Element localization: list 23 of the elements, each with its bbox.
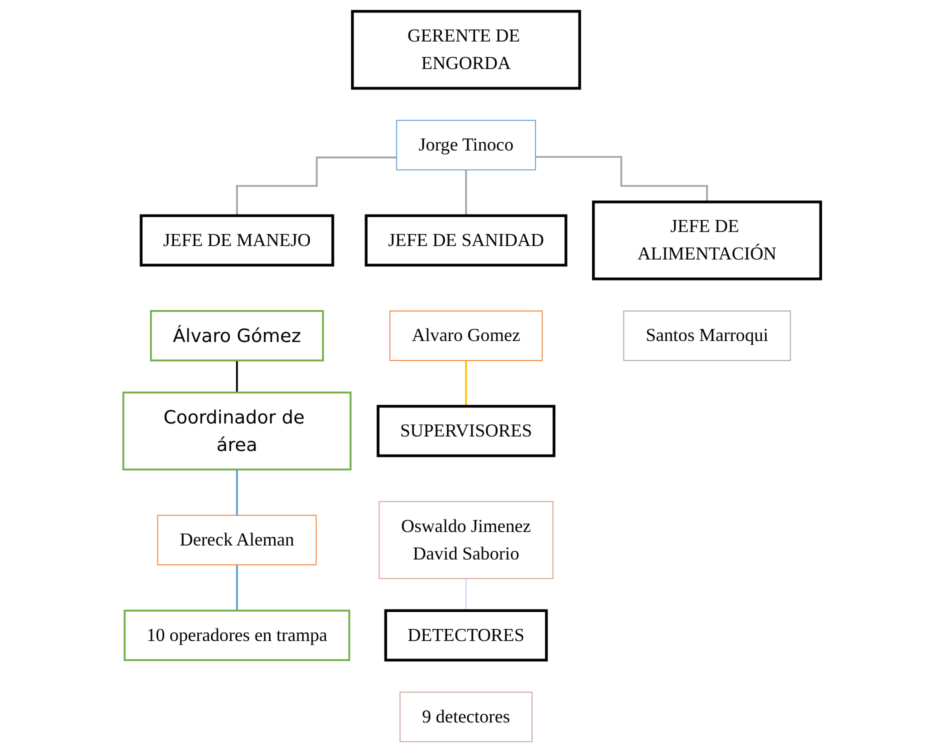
node-box: Coordinador de área <box>122 391 351 470</box>
node-box: JEFE DE ALIMENTACIÓN <box>592 200 822 280</box>
node-box: 10 operadores en trampa <box>123 609 350 661</box>
connector <box>464 168 466 216</box>
connector <box>236 563 238 612</box>
node-box: JEFE DE MANEJO <box>139 214 334 266</box>
connector <box>464 577 466 612</box>
connector <box>464 359 466 407</box>
connector <box>534 155 708 202</box>
node-box: GERENTE DE ENGORDA <box>350 9 581 90</box>
node-box: JEFE DE SANIDAD <box>364 214 567 266</box>
node-box: Jorge Tinoco <box>396 119 536 170</box>
node-box: Álvaro Gómez <box>150 310 324 361</box>
connector <box>236 468 238 516</box>
node-box: 9 detectores <box>399 691 532 742</box>
connector <box>236 359 238 393</box>
node-box: DETECTORES <box>384 608 548 661</box>
connector <box>236 156 396 216</box>
node-box: SUPERVISORES <box>376 404 555 457</box>
node-box: Santos Marroqui <box>622 310 790 360</box>
node-box: Dereck Aleman <box>156 514 316 565</box>
node-box: Oswaldo Jimenez David Saborio <box>378 500 553 578</box>
node-box: Alvaro Gomez <box>388 310 542 360</box>
